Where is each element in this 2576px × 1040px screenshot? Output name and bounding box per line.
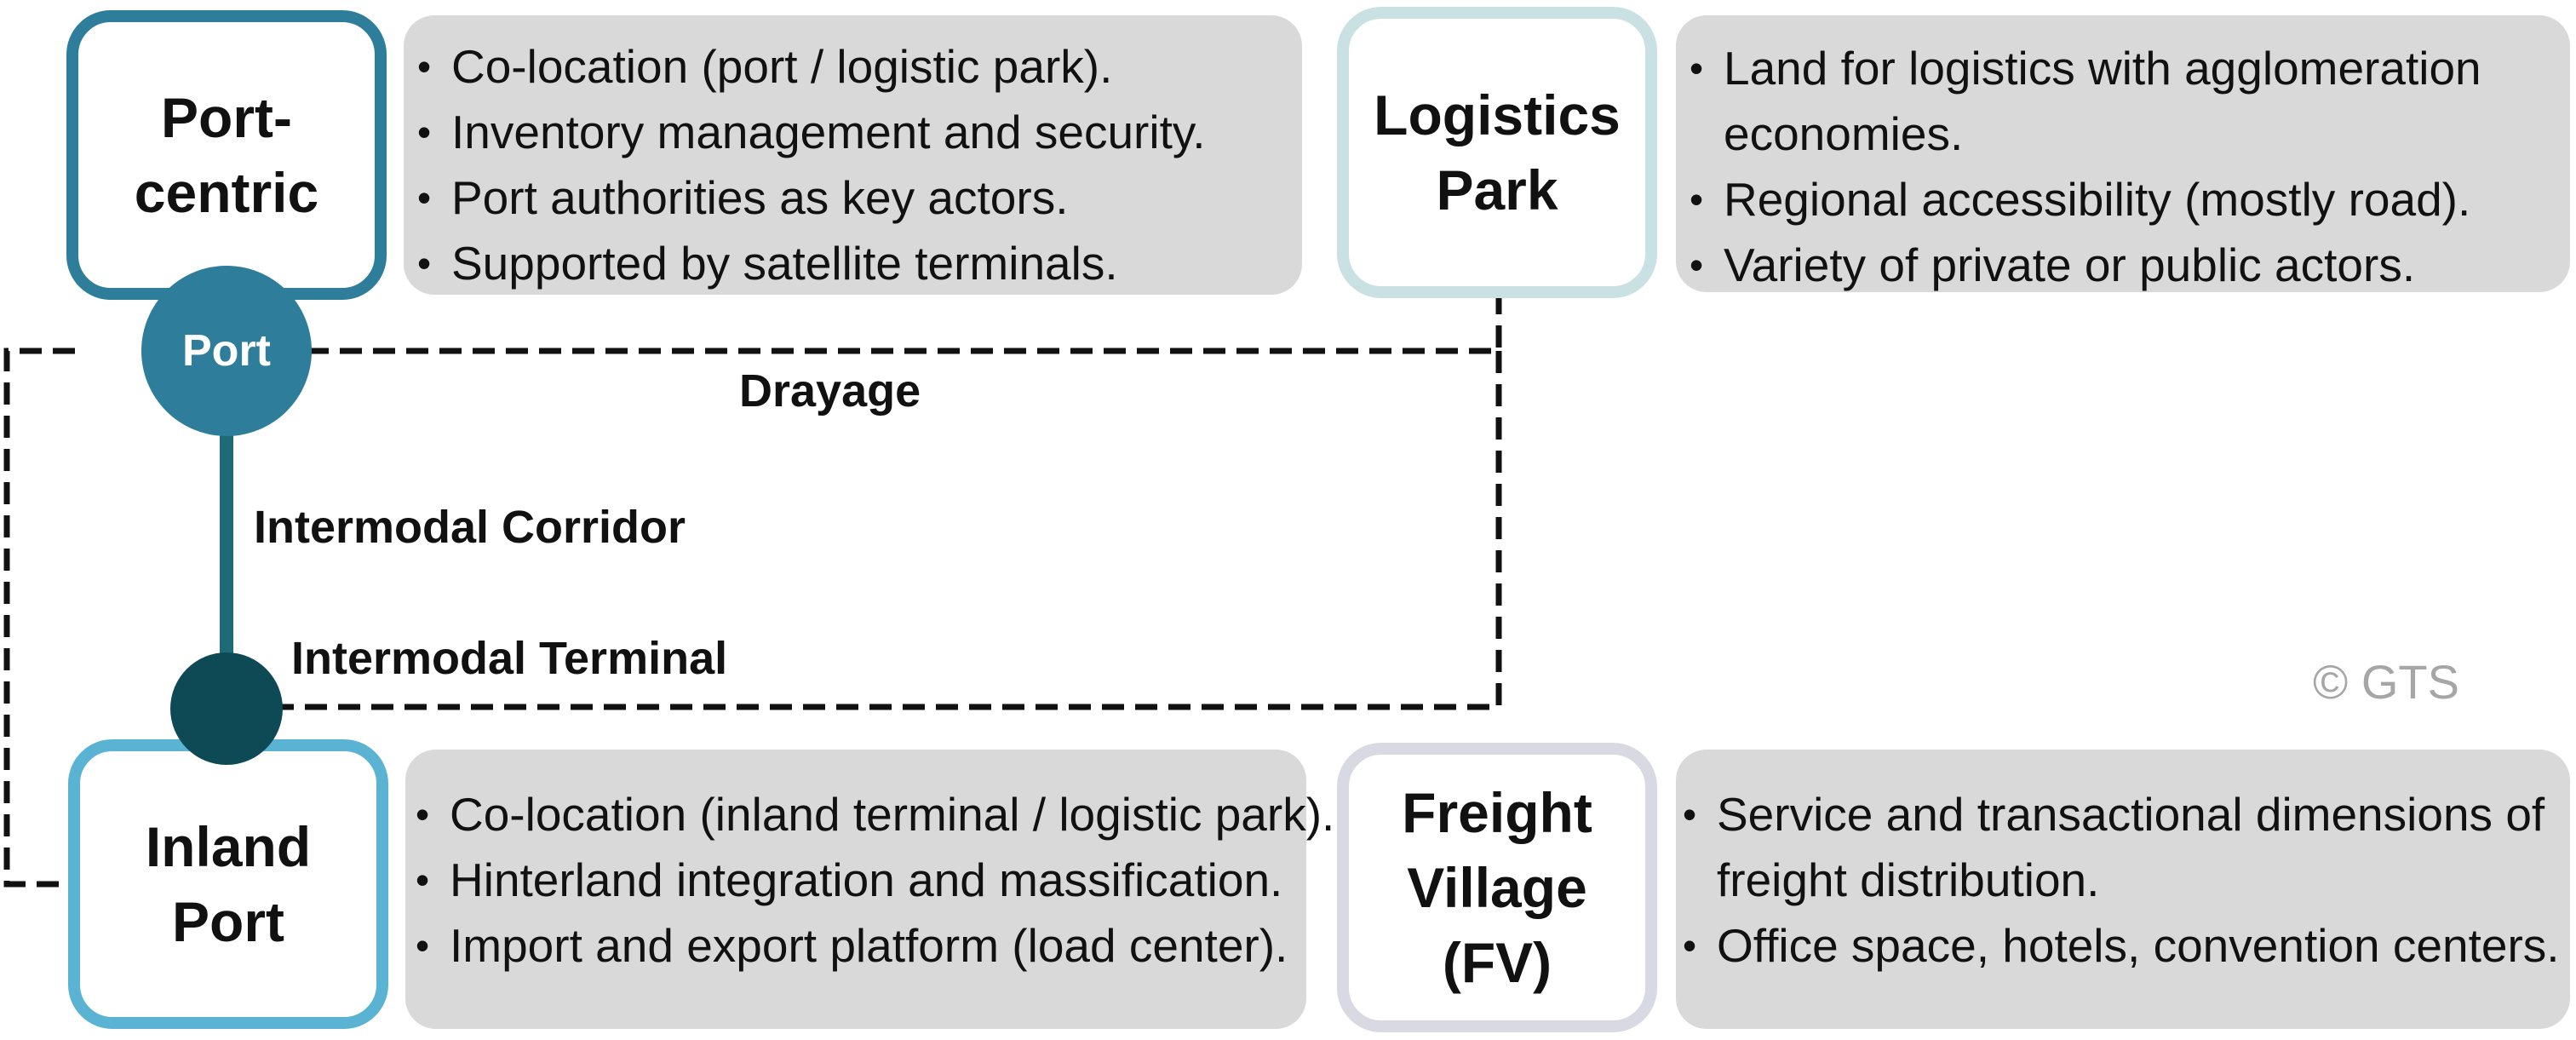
copyright-text: © GTS — [2313, 655, 2459, 709]
inland-port-label: Inland Port — [145, 815, 312, 953]
list-item: Service and transactional dimensions of — [1678, 782, 2570, 848]
list-item: Office space, hotels, convention centers… — [1678, 913, 2570, 979]
freight-village-panel: Service and transactional dimensions of … — [1676, 750, 2570, 1029]
port-centric-label: Port- centric — [134, 86, 319, 224]
port-node: Port — [141, 266, 312, 436]
inland-port-panel: Co-location (inland terminal / logistic … — [405, 750, 1334, 1029]
intermodal-corridor-label: Intermodal Corridor — [254, 502, 686, 553]
intermodal-terminal-label: Intermodal Terminal — [291, 633, 728, 684]
inland-port-box: Inland Port — [68, 739, 388, 1029]
list-item: Supported by satellite terminals. — [412, 231, 1302, 296]
drayage-line-right — [281, 351, 1502, 710]
port-centric-panel: Co-location (port / logistic park). Inve… — [404, 15, 1302, 296]
logistics-park-box: Logistics Park — [1337, 7, 1657, 298]
list-item: Hinterland integration and massification… — [410, 848, 1306, 913]
list-item: Co-location (port / logistic park). — [412, 34, 1302, 100]
list-item: Import and export platform (load center)… — [410, 913, 1306, 979]
list-item: Port authorities as key actors. — [412, 165, 1302, 231]
drayage-line — [3, 348, 75, 888]
port-node-label: Port — [182, 326, 271, 376]
list-item: Co-location (inland terminal / logistic … — [410, 782, 1334, 848]
list-item: Inventory management and security. — [412, 100, 1302, 165]
list-item: Land for logistics with agglomeration — [1684, 36, 2570, 101]
logistics-park-label: Logistics Park — [1374, 83, 1621, 221]
logistics-park-panel: Land for logistics with agglomeration ec… — [1676, 15, 2570, 298]
list-item: Regional accessibility (mostly road). — [1684, 167, 2570, 233]
freight-village-box: Freight Village (FV) — [1337, 743, 1657, 1032]
freight-village-label: Freight Village (FV) — [1402, 781, 1592, 994]
drayage-line-top — [307, 294, 1502, 354]
list-item: Variety of private or public actors. — [1684, 233, 2570, 298]
list-item: freight distribution. — [1717, 853, 2100, 906]
drayage-label: Drayage — [739, 365, 921, 417]
port-centric-box: Port- centric — [66, 10, 387, 300]
intermodal-terminal-node — [170, 652, 283, 765]
list-item: economies. — [1724, 107, 1964, 160]
